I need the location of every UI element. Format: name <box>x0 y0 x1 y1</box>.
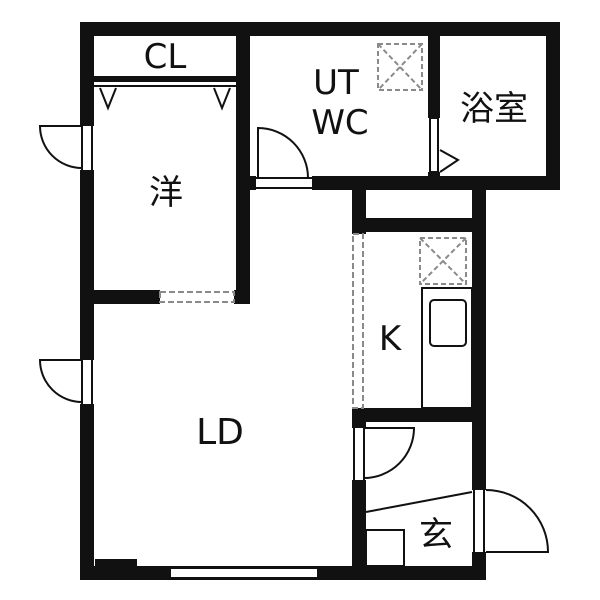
wall-kitchen-bottom <box>352 408 486 422</box>
door-entrance-inner <box>352 427 416 480</box>
door-bathroom-marker <box>439 149 460 173</box>
entrance-step-line <box>365 491 473 513</box>
label-kitchen: K <box>379 319 403 359</box>
door-ld-exterior <box>38 359 94 404</box>
wall-ut-right-lower <box>428 172 440 182</box>
label-wc: WC <box>311 103 368 143</box>
label-utility: UT <box>313 63 359 103</box>
label-bathroom: 浴室 <box>460 89 528 129</box>
kitchen-sliding-door <box>352 233 364 409</box>
label-closet: CL <box>144 37 187 77</box>
wall-west-room-right <box>236 22 250 304</box>
room-labels: CL 洋 UT WC 浴室 K LD 玄 <box>144 37 528 555</box>
dashed-openings <box>159 233 364 409</box>
windows <box>95 117 439 579</box>
label-entrance: 玄 <box>419 515 453 555</box>
wall-right-lower <box>472 176 486 580</box>
wall-west-room-bottom-r <box>234 290 250 304</box>
walls <box>80 22 560 580</box>
vent-fans <box>377 43 467 285</box>
door-ut-wc <box>256 126 312 190</box>
wall-ut-right <box>428 22 440 118</box>
wall-top <box>80 22 560 36</box>
window-bottom <box>169 567 319 579</box>
wall-bath-bottom <box>300 176 560 190</box>
door-west-room-exterior <box>38 125 94 170</box>
window-bath <box>429 117 439 173</box>
entrance-step <box>365 491 473 567</box>
vent-fan-kitchen <box>419 237 467 285</box>
window-bottom-left <box>95 559 137 567</box>
vent-fan-utility <box>377 43 423 91</box>
label-living-dining: LD <box>196 412 244 453</box>
wall-west-room-bottom <box>80 290 160 304</box>
door-entrance-exterior <box>472 489 550 553</box>
closet-details <box>94 85 236 111</box>
wall-bath-right <box>546 22 560 190</box>
counter <box>421 287 473 409</box>
closet-door-left-marker <box>99 87 117 111</box>
west-room-sliding-door <box>159 291 235 303</box>
wall-closet-bottom <box>94 76 236 82</box>
closet-door-right-marker <box>213 87 231 111</box>
kitchen-counter <box>421 287 473 409</box>
sink-icon <box>429 299 467 347</box>
label-western-room: 洋 <box>149 173 183 213</box>
shoe-cabinet <box>365 529 405 567</box>
wall-kitchen-top <box>352 218 486 232</box>
doors <box>38 125 550 553</box>
